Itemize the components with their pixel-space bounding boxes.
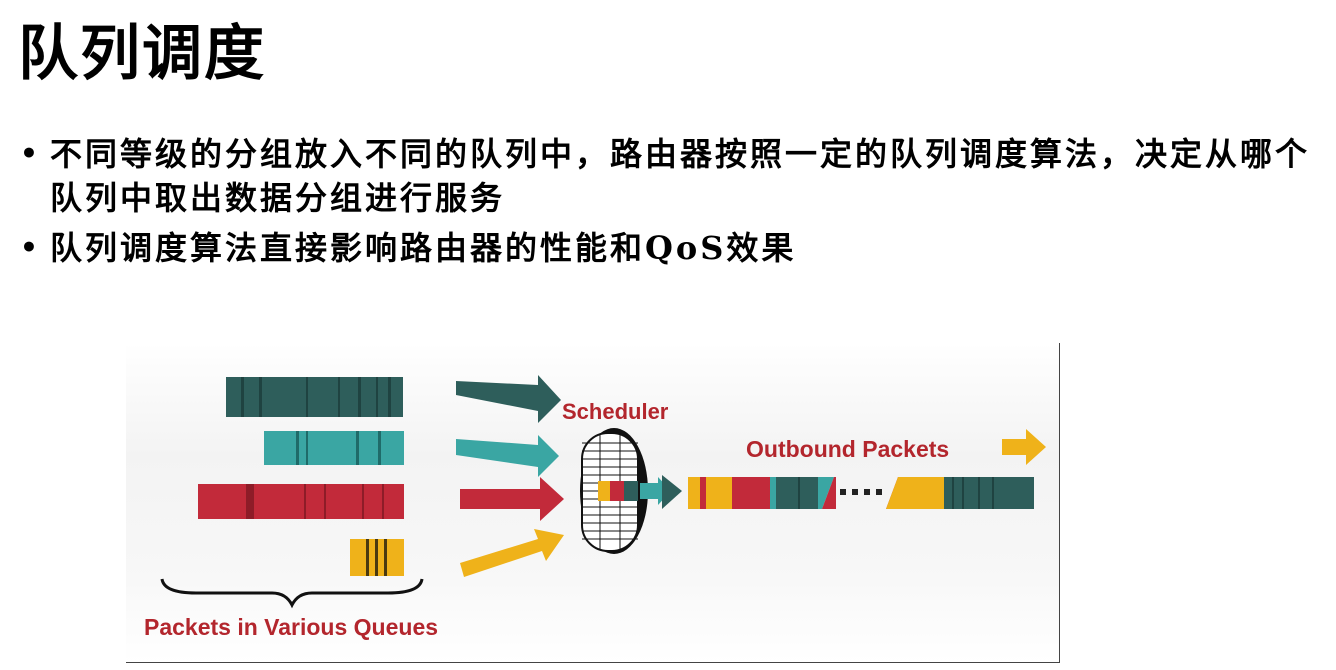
queue-scheduling-diagram: Scheduler Outbound Packets Packets in Va… — [126, 343, 1060, 663]
page-title: 队列调度 — [18, 19, 266, 89]
scheduler-label: Scheduler — [562, 399, 669, 424]
queue-red — [198, 484, 404, 519]
queue-teal — [264, 431, 404, 465]
scheduler-drum-icon — [580, 428, 682, 554]
bullet-dot-icon: • — [20, 231, 41, 264]
yellow-arrow-icon — [460, 529, 564, 577]
bullet-item: • 队列调度算法直接影响路由器的性能和QoS效果 — [18, 226, 1318, 270]
bullet-item: • 不同等级的分组放入不同的队列中，路由器按照一定的队列调度算法，决定从哪个队列… — [18, 132, 1318, 220]
bullet-dot-icon: • — [20, 137, 41, 170]
red-arrow-icon — [460, 477, 564, 521]
queue-dark-teal — [226, 377, 403, 417]
queue-yellow — [350, 539, 404, 576]
packets-in-queues-label: Packets in Various Queues — [144, 614, 438, 640]
bullet-text: 队列调度算法直接影响路由器的性能和QoS效果 — [50, 229, 797, 267]
queues-brace-icon — [160, 578, 424, 609]
outbound-stream — [688, 477, 1034, 509]
teal-arrow-icon — [456, 435, 559, 477]
bullet-list: • 不同等级的分组放入不同的队列中，路由器按照一定的队列调度算法，决定从哪个队列… — [18, 132, 1318, 276]
bullet-text: 不同等级的分组放入不同的队列中，路由器按照一定的队列调度算法，决定从哪个队列中取… — [50, 135, 1311, 217]
diagram-canvas: Scheduler Outbound Packets Packets in Va… — [126, 343, 1059, 662]
dark-teal-arrow-icon — [456, 375, 561, 423]
outbound-packets-label: Outbound Packets — [746, 436, 949, 462]
outbound-arrow-icon — [1002, 429, 1046, 465]
